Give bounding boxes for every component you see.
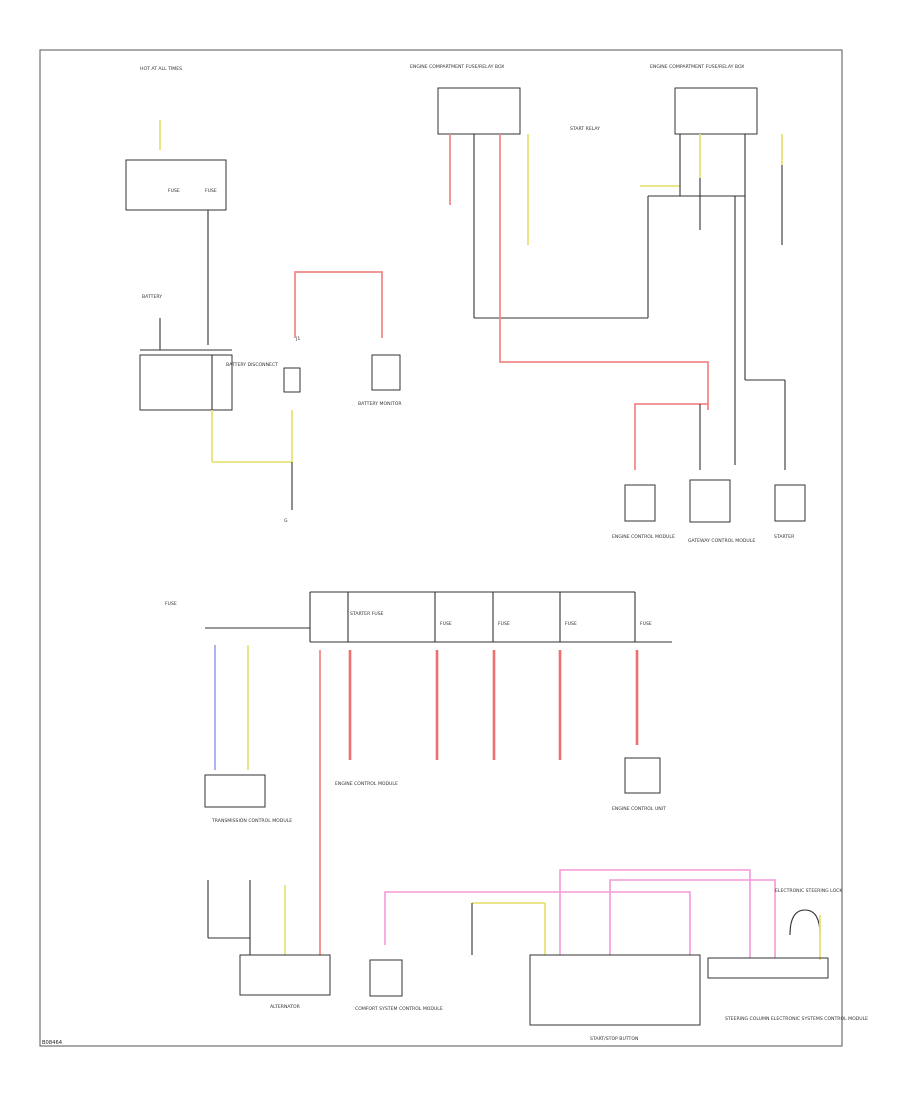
label-engine-control-unit: ENGINE CONTROL UNIT (612, 806, 666, 812)
label-starter-fuse: STARTER FUSE (350, 611, 384, 617)
label-right-relay-panel: ENGINE COMPARTMENT FUSE/RELAY BOX (650, 64, 744, 70)
label-battery-monitor: BATTERY MONITOR (358, 401, 402, 407)
battery-monitor-box (371, 354, 401, 391)
label-fuse-f: FUSE (565, 621, 577, 627)
battery-disconnect-box (139, 354, 233, 411)
transmission-unit-box (204, 774, 266, 808)
start-stop-button-box (529, 954, 701, 1026)
gateway-module-box (689, 479, 731, 523)
label-ground-upper: G (284, 518, 288, 524)
corner-code: B08464 (42, 1040, 63, 1046)
label-starter: STARTER (774, 534, 795, 540)
lower-section: ALTERNATOR COMFORT SYSTEM CONTROL MODULE… (207, 869, 868, 1042)
diagram-frame (39, 49, 843, 1047)
comfort-system-module-box (369, 959, 403, 997)
label-electronic-steering-lock: ELECTRONIC STEERING LOCK (775, 888, 843, 894)
label-hot-at-all-times: HOT AT ALL TIMES (140, 66, 182, 72)
upper-right-section: ENGINE COMPARTMENT FUSE/RELAY BOX ENGINE… (410, 64, 806, 544)
label-transmission-unit: TRANSMISSION CONTROL MODULE (211, 818, 292, 824)
label-engine-control-lower: ENGINE CONTROL MODULE (335, 781, 398, 787)
engine-control-unit-box (624, 757, 661, 794)
label-alternator: ALTERNATOR (270, 1004, 301, 1010)
label-left-relay-panel: ENGINE COMPARTMENT FUSE/RELAY BOX (410, 64, 504, 70)
label-gateway-module: GATEWAY CONTROL MODULE (688, 538, 755, 544)
steering-column-module-box (707, 957, 829, 979)
label-start-stop-button: START/STOP BUTTON (590, 1036, 638, 1042)
engine-control-module-box (624, 484, 656, 522)
middle-fuse-bus: FUSE STARTER FUSE FUSE FUSE FUSE FUSE TR… (165, 591, 672, 955)
label-fuse-d: FUSE (440, 621, 452, 627)
fuse-box-upper-left (125, 159, 227, 211)
relay-small-j1 (283, 367, 301, 393)
starter-box (774, 484, 806, 522)
label-battery-disconnect: BATTERY DISCONNECT (226, 362, 278, 368)
label-fuse-e: FUSE (498, 621, 510, 627)
label-engine-control-module: ENGINE CONTROL MODULE (612, 534, 675, 540)
upper-left-section: HOT AT ALL TIMES FUSE FUSE BATTERY BATTE… (125, 66, 402, 524)
label-battery: BATTERY (142, 294, 162, 300)
label-steering-column-module: STEERING COLUMN ELECTRONIC SYSTEMS CONTR… (725, 1016, 868, 1022)
label-comfort-system-module: COMFORT SYSTEM CONTROL MODULE (355, 1006, 443, 1012)
right-relay-panel (674, 87, 758, 135)
label-j1: J1 (295, 336, 300, 342)
label-start-point: START RELAY (570, 126, 600, 132)
alternator-box (239, 954, 331, 996)
label-fuse-c: FUSE (165, 601, 177, 607)
label-fuse-b: FUSE (205, 188, 217, 194)
label-fuse-g: FUSE (640, 621, 652, 627)
label-fuse-a: FUSE (168, 188, 180, 194)
left-relay-panel (437, 87, 521, 135)
